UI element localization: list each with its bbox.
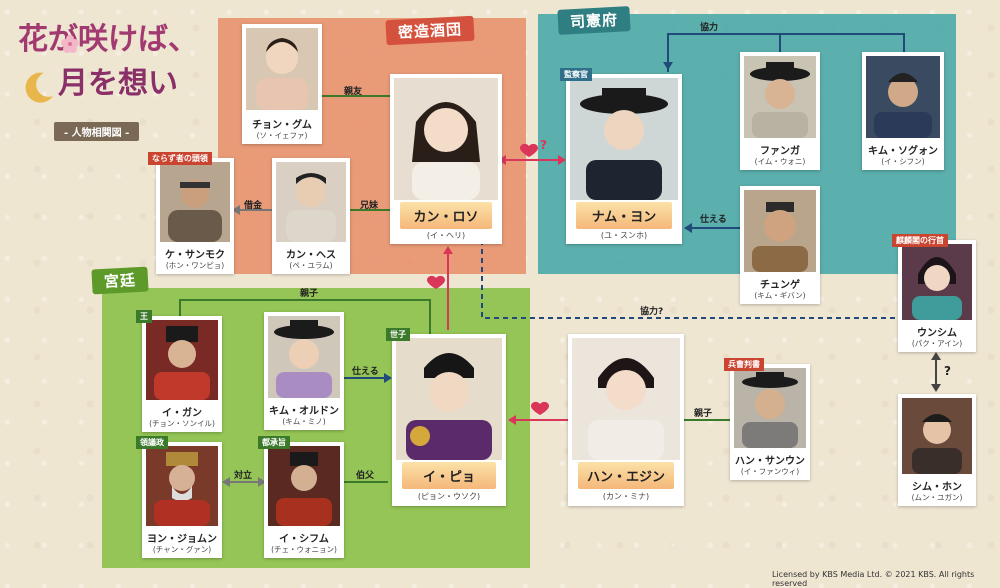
title-block: 花が咲けば、 月を想い - 人物相関図 - bbox=[18, 14, 208, 144]
rel-parent-child-top: 親子 bbox=[300, 289, 319, 299]
portrait-oldon bbox=[268, 316, 340, 398]
rel-q-mark: ? bbox=[944, 364, 951, 378]
actor-chunge: (キム・ギバン) bbox=[754, 291, 806, 300]
name-roso: カン・ロソ bbox=[400, 202, 492, 229]
portrait-sanmok bbox=[160, 162, 230, 242]
name-ipyo: イ・ピョ bbox=[402, 462, 496, 489]
tag-jomun: 領議政 bbox=[136, 436, 168, 449]
title-line1: 花が咲けば、 bbox=[18, 22, 198, 57]
actor-roso: (イ・ヘリ) bbox=[426, 231, 466, 240]
tag-sangun: 兵曹判書 bbox=[724, 358, 764, 371]
rel-uncle: 伯父 bbox=[356, 471, 375, 481]
name-sanmok: ケ・サンモク bbox=[165, 250, 225, 261]
actor-jomun: (チャン・グァン) bbox=[152, 545, 212, 554]
actor-simhon: (ムン・ユガン) bbox=[911, 493, 963, 502]
actor-sanmok: (ホン・ワンピョ) bbox=[165, 261, 225, 270]
card-roso[interactable]: カン・ロソ (イ・ヘリ) bbox=[390, 74, 502, 244]
rel-serves-chunge: 仕える bbox=[700, 215, 727, 225]
rel-opposition: 対立 bbox=[234, 471, 253, 481]
card-sifum[interactable]: 都承旨 イ・シフム (チェ・ウォニョン) bbox=[258, 436, 344, 558]
portrait-egin bbox=[572, 338, 680, 460]
card-fanga[interactable]: ファンガ (イム・ウォニ) bbox=[740, 52, 820, 170]
card-sangun[interactable]: 兵曹判書 ハン・サンウン (イ・ファンウィ) bbox=[724, 358, 810, 480]
title-line2: 月を想い bbox=[58, 66, 178, 101]
card-namyoung[interactable]: 監察官 ナム・ヨン (ユ・スンホ) bbox=[560, 68, 682, 244]
rel-coop-q: 協力? bbox=[640, 307, 664, 317]
portrait-jomun bbox=[146, 446, 218, 526]
portrait-unsim bbox=[902, 244, 972, 320]
actor-sifum: (チェ・ウォニョン) bbox=[271, 545, 337, 554]
name-egin: ハン・エジン bbox=[578, 462, 674, 489]
license-credit: Licensed by KBS Media Ltd. © 2021 KBS. A… bbox=[772, 570, 975, 588]
portrait-namyoung bbox=[570, 78, 678, 200]
card-hesu[interactable]: カン・ヘス (ペ・ユラム) bbox=[272, 158, 350, 274]
card-sogwon[interactable]: キム・ソグォン (イ・シフン) bbox=[862, 52, 944, 170]
tag-ipyo: 世子 bbox=[386, 328, 410, 341]
card-simhon[interactable]: シム・ホン (ムン・ユガン) bbox=[898, 394, 976, 506]
rel-serves-oldon: 仕える bbox=[352, 367, 379, 377]
rel-heart-q: ? bbox=[540, 138, 547, 152]
name-jomun: ヨン・ジョムン bbox=[147, 534, 217, 545]
name-geum: チョン・グム bbox=[252, 120, 312, 131]
portrait-sifum bbox=[268, 446, 340, 526]
name-sangun: ハン・サンウン bbox=[735, 456, 805, 467]
name-namyoung: ナム・ヨン bbox=[576, 202, 672, 229]
name-unsim: ウンシム bbox=[917, 328, 957, 339]
card-unsim[interactable]: 麒麟閣の行首 ウンシム (パク・アイン) bbox=[892, 234, 976, 352]
tag-unsim: 麒麟閣の行首 bbox=[892, 234, 948, 247]
tag-igan: 王 bbox=[136, 310, 152, 323]
portrait-sogwon bbox=[866, 56, 940, 138]
name-sifum: イ・シフム bbox=[279, 534, 329, 545]
rel-debt: 借金 bbox=[244, 201, 263, 211]
name-fanga: ファンガ bbox=[760, 146, 800, 157]
portrait-hesu bbox=[276, 162, 346, 242]
name-oldon: キム・オルドン bbox=[269, 406, 339, 417]
name-simhon: シム・ホン bbox=[912, 482, 962, 493]
portrait-ipyo bbox=[396, 338, 502, 460]
name-igan: イ・ガン bbox=[162, 408, 202, 419]
actor-sangun: (イ・ファンウィ) bbox=[740, 467, 800, 476]
tag-sanmok: ならず者の頭領 bbox=[148, 152, 212, 165]
name-sogwon: キム・ソグォン bbox=[868, 146, 938, 157]
card-sanmok[interactable]: ならず者の頭領 ケ・サンモク (ホン・ワンピョ) bbox=[148, 152, 234, 274]
actor-namyoung: (ユ・スンホ) bbox=[600, 231, 648, 240]
portrait-roso bbox=[394, 78, 498, 200]
card-oldon[interactable]: キム・オルドン (キム・ミノ) bbox=[264, 312, 344, 430]
rel-siblings: 兄妹 bbox=[360, 201, 379, 211]
actor-egin: (カン・ミナ) bbox=[602, 492, 650, 501]
actor-hesu: (ペ・ユラム) bbox=[289, 261, 333, 270]
portrait-chunge bbox=[744, 190, 816, 272]
actor-oldon: (キム・ミノ) bbox=[282, 417, 326, 426]
moon-icon bbox=[22, 70, 56, 104]
name-hesu: カン・ヘス bbox=[286, 250, 336, 261]
rel-friends: 親友 bbox=[344, 87, 363, 97]
actor-geum: (ソ・イェファ) bbox=[256, 131, 308, 140]
card-chunge[interactable]: チュンゲ (キム・ギバン) bbox=[740, 186, 820, 304]
actor-fanga: (イム・ウォニ) bbox=[754, 157, 806, 166]
tag-namyoung: 監察官 bbox=[560, 68, 592, 81]
rel-parent-child-han: 親子 bbox=[694, 409, 713, 419]
tag-sifum: 都承旨 bbox=[258, 436, 290, 449]
actor-igan: (チョン・ソンイル) bbox=[149, 419, 215, 428]
card-ipyo[interactable]: 世子 イ・ピョ (ピョン・ウソク) bbox=[386, 328, 506, 506]
portrait-geum bbox=[246, 28, 318, 110]
actor-ipyo: (ピョン・ウソク) bbox=[417, 492, 481, 501]
flower-icon bbox=[60, 34, 80, 54]
subtitle: - 人物相関図 - bbox=[54, 122, 140, 141]
name-chunge: チュンゲ bbox=[760, 280, 800, 291]
actor-unsim: (パク・アイン) bbox=[911, 339, 963, 348]
portrait-igan bbox=[146, 320, 218, 400]
rel-coop-top: 協力 bbox=[700, 23, 719, 33]
portrait-fanga bbox=[744, 56, 816, 138]
card-jomun[interactable]: 領議政 ヨン・ジョムン (チャン・グァン) bbox=[136, 436, 222, 558]
card-igan[interactable]: 王 イ・ガン (チョン・ソンイル) bbox=[136, 310, 222, 432]
actor-sogwon: (イ・シフン) bbox=[881, 157, 925, 166]
card-geum[interactable]: チョン・グム (ソ・イェファ) bbox=[242, 24, 322, 144]
portrait-simhon bbox=[902, 398, 972, 474]
card-egin[interactable]: ハン・エジン (カン・ミナ) bbox=[568, 334, 684, 506]
portrait-sangun bbox=[734, 368, 806, 448]
